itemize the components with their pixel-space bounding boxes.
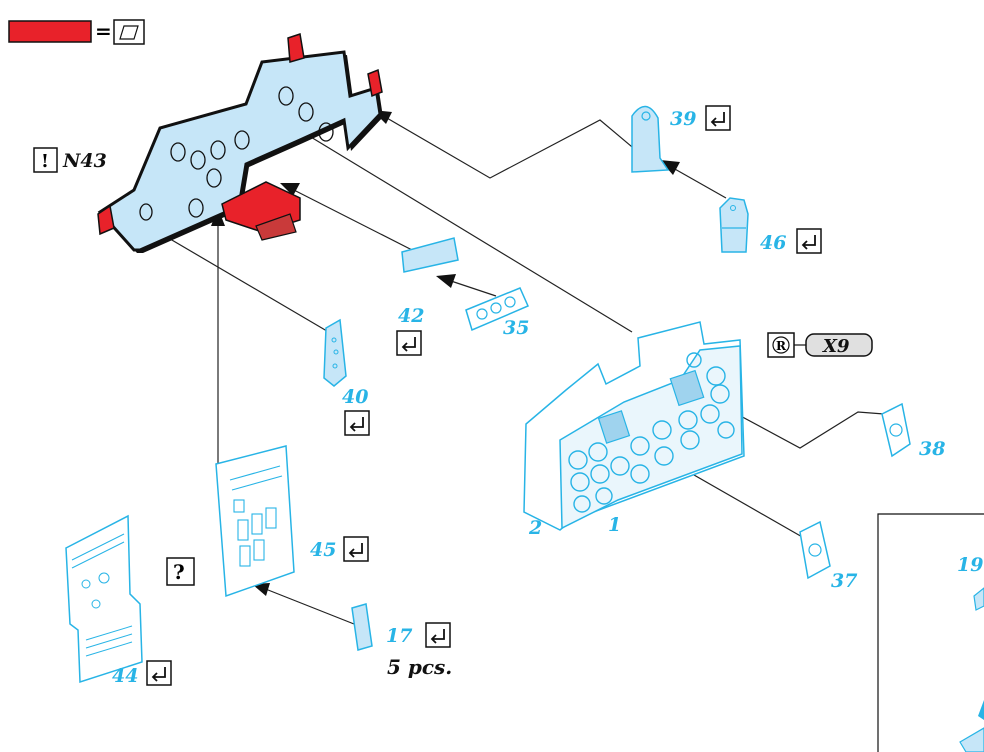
n43-callout: ! N43 [33, 147, 107, 173]
registered-mark-icon: R [767, 332, 795, 358]
part-19-label: 19 [957, 554, 983, 576]
part-1-label: 1 [608, 514, 621, 536]
red-tab-left [97, 204, 115, 236]
leader-42 [285, 185, 417, 253]
x9-callout: R X9 [767, 332, 873, 358]
part-42-label: 42 [398, 305, 424, 327]
arrow-46 [660, 160, 680, 175]
leader-40 [147, 225, 333, 335]
part-35: 35 [465, 287, 529, 339]
n43-label: N43 [62, 150, 107, 172]
legend-red-swatch [8, 20, 92, 43]
part-37: 37 [799, 520, 857, 592]
part-40: 40 [323, 318, 370, 436]
part-39-label: 39 [670, 108, 696, 130]
decal-sheet-icon [113, 19, 145, 45]
warning-mark: ! [41, 151, 49, 172]
warning-box [33, 147, 58, 173]
part-17-label: 17 [386, 625, 412, 647]
inset-box: 19 [877, 513, 984, 752]
part-45-label: 45 [310, 539, 336, 561]
bend-arrow-icon [425, 622, 451, 648]
svg-text:R: R [776, 339, 787, 353]
part-38-label: 38 [919, 438, 945, 460]
part-35-label: 35 [503, 317, 529, 339]
bend-arrow-icon [396, 330, 422, 356]
leader-1-main [295, 127, 633, 333]
part-46: 46 [719, 197, 822, 254]
part-2-label: 2 [528, 517, 542, 539]
question-mark: ? [173, 560, 185, 584]
part-38: 38 [881, 402, 945, 460]
instrument-panel: 1 2 [523, 321, 745, 539]
legend-equals: = [95, 19, 112, 43]
bend-arrow-icon [796, 228, 822, 254]
part-39: 39 [631, 105, 731, 173]
leader-39 [379, 113, 651, 179]
part-46-label: 46 [760, 232, 786, 254]
part-40-label: 40 [342, 386, 368, 408]
legend: = [8, 19, 145, 45]
red-tab-top [287, 33, 305, 63]
part-17-quantity: 5 pcs. [387, 655, 452, 679]
bend-arrow-icon [146, 660, 172, 686]
arrow-35 [436, 274, 456, 288]
part-45: 45 [215, 445, 369, 598]
unknown-callout: ? [166, 557, 195, 586]
part-37-label: 37 [831, 570, 857, 592]
bend-arrow-icon [705, 105, 731, 131]
leader-17 [257, 585, 355, 625]
leader-46 [665, 163, 727, 199]
part-44-label: 44 [112, 665, 138, 687]
part-42: 42 [396, 237, 459, 356]
leader-38 [695, 391, 885, 449]
bend-arrow-icon [343, 536, 369, 562]
arrow-42 [280, 183, 300, 196]
red-tab-right [367, 68, 383, 98]
x9-label: X9 [822, 336, 850, 357]
main-panel [97, 33, 383, 253]
part-44: 44 [65, 514, 172, 687]
bend-arrow-icon [344, 410, 370, 436]
part-17: 17 5 pcs. [351, 603, 452, 679]
arrow-17 [252, 583, 270, 596]
